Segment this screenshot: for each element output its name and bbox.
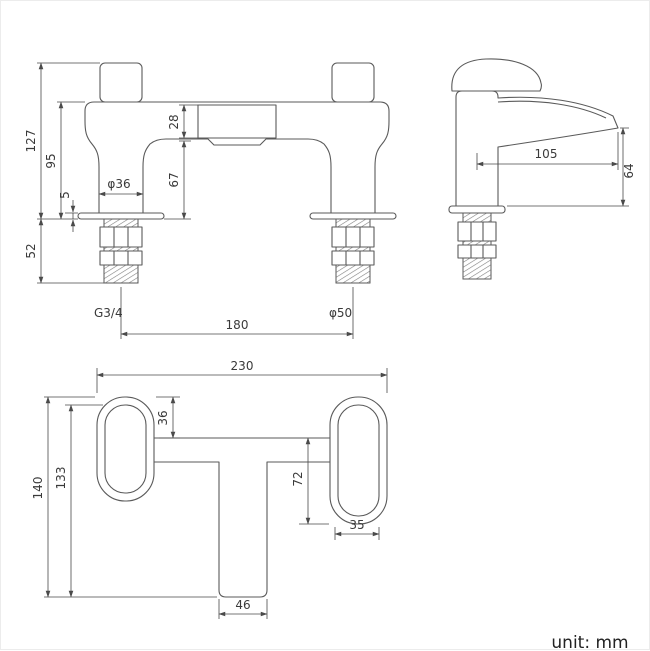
front-right-handle [331,62,375,103]
dim-spout-reach: 105 [535,147,558,161]
front-spout-face [197,104,277,139]
plan-left-handle [96,396,155,502]
dim-tail-centres: 180 [226,318,249,332]
plan-view [96,396,388,598]
front-view-dimensions: 127 95 5 52 φ36 28 67 180 G3/4 φ50 [24,62,354,339]
label-flange-diameter: φ50 [329,306,352,320]
dim-overall-width: 230 [231,359,254,373]
front-spout-lip [206,137,268,146]
label-thread-size: G3/4 [94,306,123,320]
dim-body-depth: 28 [167,114,181,129]
dim-handle-width: 35 [349,518,364,532]
extension-lines [476,127,629,207]
plan-body-and-spout [120,437,364,598]
dim-handle-length: 72 [291,471,305,486]
side-handle-lever [451,58,542,92]
dim-leg-diameter: φ36 [107,177,130,191]
front-tap-body [84,101,390,214]
front-right-base-plate [309,212,397,220]
plan-view-dimensions: 230 36 72 140 133 35 46 [31,359,388,619]
front-right-nuts [331,226,375,266]
side-spout-inner-line [497,100,607,119]
plan-right-handle [329,396,388,525]
dim-handle-rear-offset: 36 [156,410,170,425]
side-view-dimensions: 105 64 [476,127,636,207]
plan-left-handle-inner [104,404,147,494]
dim-body-depth-plan: 133 [54,467,68,490]
plan-right-handle-inner [337,404,380,517]
side-tap-body [455,90,619,207]
dim-spout-body-width: 46 [235,598,250,612]
side-view [448,58,619,280]
front-left-handle [99,62,143,103]
dim-tail-length: 52 [24,243,38,258]
dim-spout-height: 64 [622,163,636,178]
front-left-nuts [99,226,143,266]
dim-plate-thickness: 5 [58,191,72,199]
dim-total-height: 127 [24,130,38,153]
front-view [77,62,397,284]
dim-body-height: 95 [44,153,58,168]
dim-overall-depth: 140 [31,477,45,500]
side-nuts [457,221,497,259]
dim-underbody-clearance: 67 [167,172,181,187]
front-left-base-plate [77,212,165,220]
side-base-plate [448,205,506,214]
unit-label: unit: mm [551,633,628,651]
